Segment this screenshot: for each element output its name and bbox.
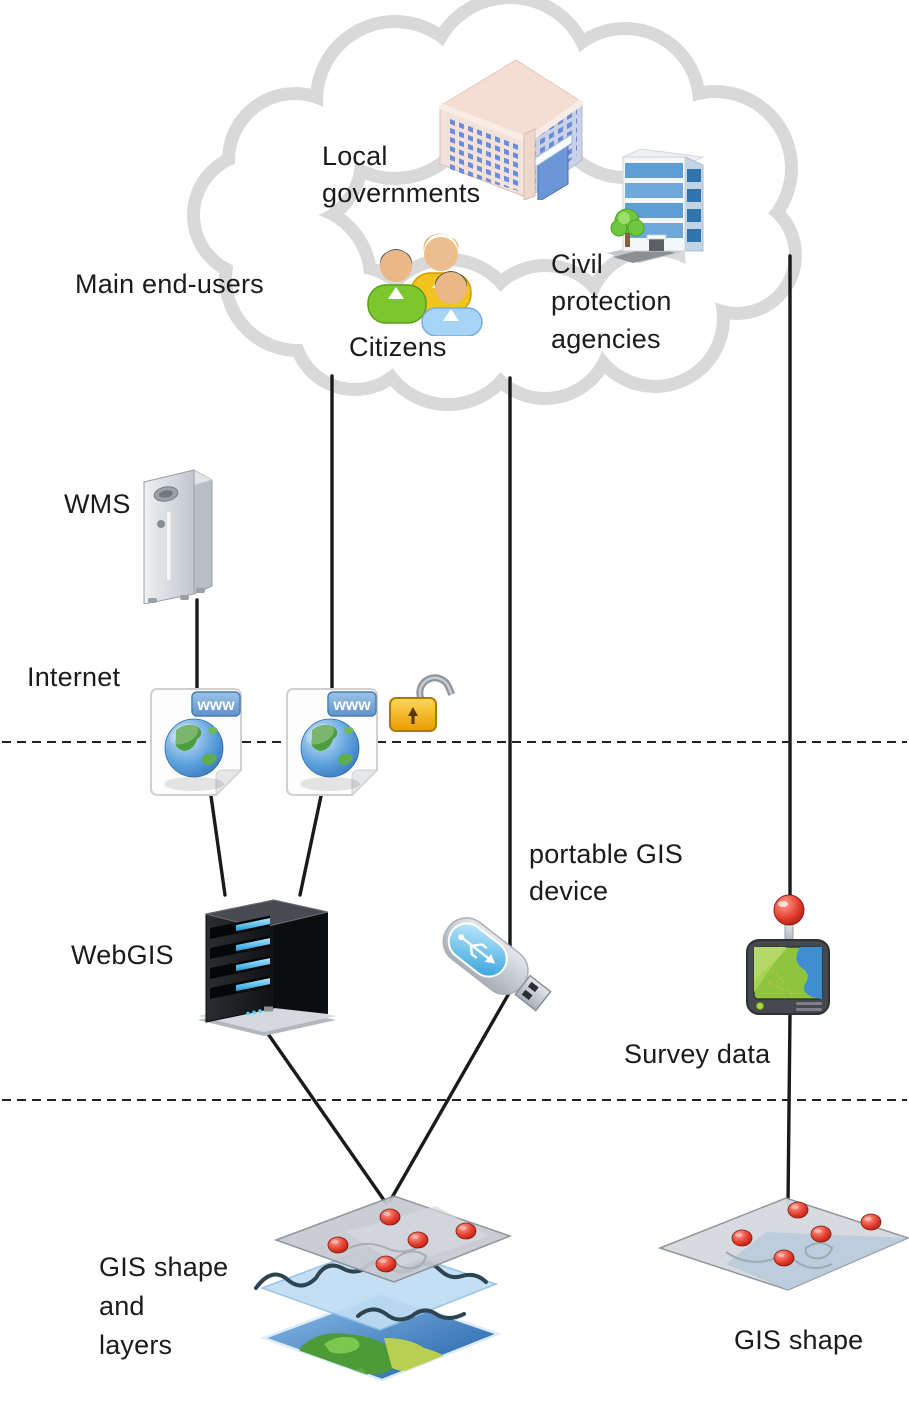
- line-webgis-to-layers: [264, 1029, 388, 1205]
- person-blue: [421, 271, 483, 336]
- person-green: [367, 249, 427, 324]
- www-page-icon-1: [150, 688, 242, 796]
- line-www2-to-webgis: [298, 794, 323, 897]
- tree-icon: [610, 208, 645, 247]
- label-civil-protection: Civil protection agencies: [551, 249, 672, 354]
- usb-trident-glyph: [462, 937, 496, 964]
- gis-layers-icon: [254, 1195, 511, 1382]
- label-survey-data: Survey data: [624, 1039, 771, 1069]
- label-main-end-users: Main end-users: [75, 269, 264, 299]
- line-usb-to-layers: [388, 986, 514, 1203]
- civil-protection-building-icon: [607, 148, 705, 263]
- line-gps-to-shape: [786, 1012, 792, 1206]
- label-portable-gis: portable GIS device: [529, 839, 683, 907]
- gps-device-icon: [746, 894, 830, 1015]
- label-gis-shape-layers: GIS shape and layers: [99, 1252, 229, 1361]
- citizens-icon: [367, 233, 483, 336]
- label-wms: WMS: [64, 489, 131, 519]
- wms-server-icon: [142, 469, 214, 604]
- gis-shape-icon: [657, 1197, 909, 1291]
- line-www1-to-webgis: [209, 794, 227, 897]
- layer-pins: [275, 1195, 511, 1283]
- label-internet: Internet: [27, 662, 121, 692]
- label-citizens: Citizens: [349, 332, 447, 362]
- connector-lines: [195, 254, 792, 1206]
- label-local-governments: Local governments: [322, 141, 481, 209]
- map-pins: [731, 1201, 882, 1267]
- server-bays: [210, 915, 270, 999]
- label-webgis: WebGIS: [71, 940, 174, 970]
- label-gis-shape: GIS shape: [734, 1325, 864, 1355]
- open-lock-icon: [389, 674, 455, 732]
- webgis-server-icon: [198, 899, 336, 1036]
- government-building-icon: [438, 59, 584, 200]
- www-page-icon-2: [286, 688, 378, 796]
- usb-device-icon: [442, 917, 552, 1012]
- gps-screen: [753, 946, 823, 1000]
- map-pins: [327, 1208, 477, 1273]
